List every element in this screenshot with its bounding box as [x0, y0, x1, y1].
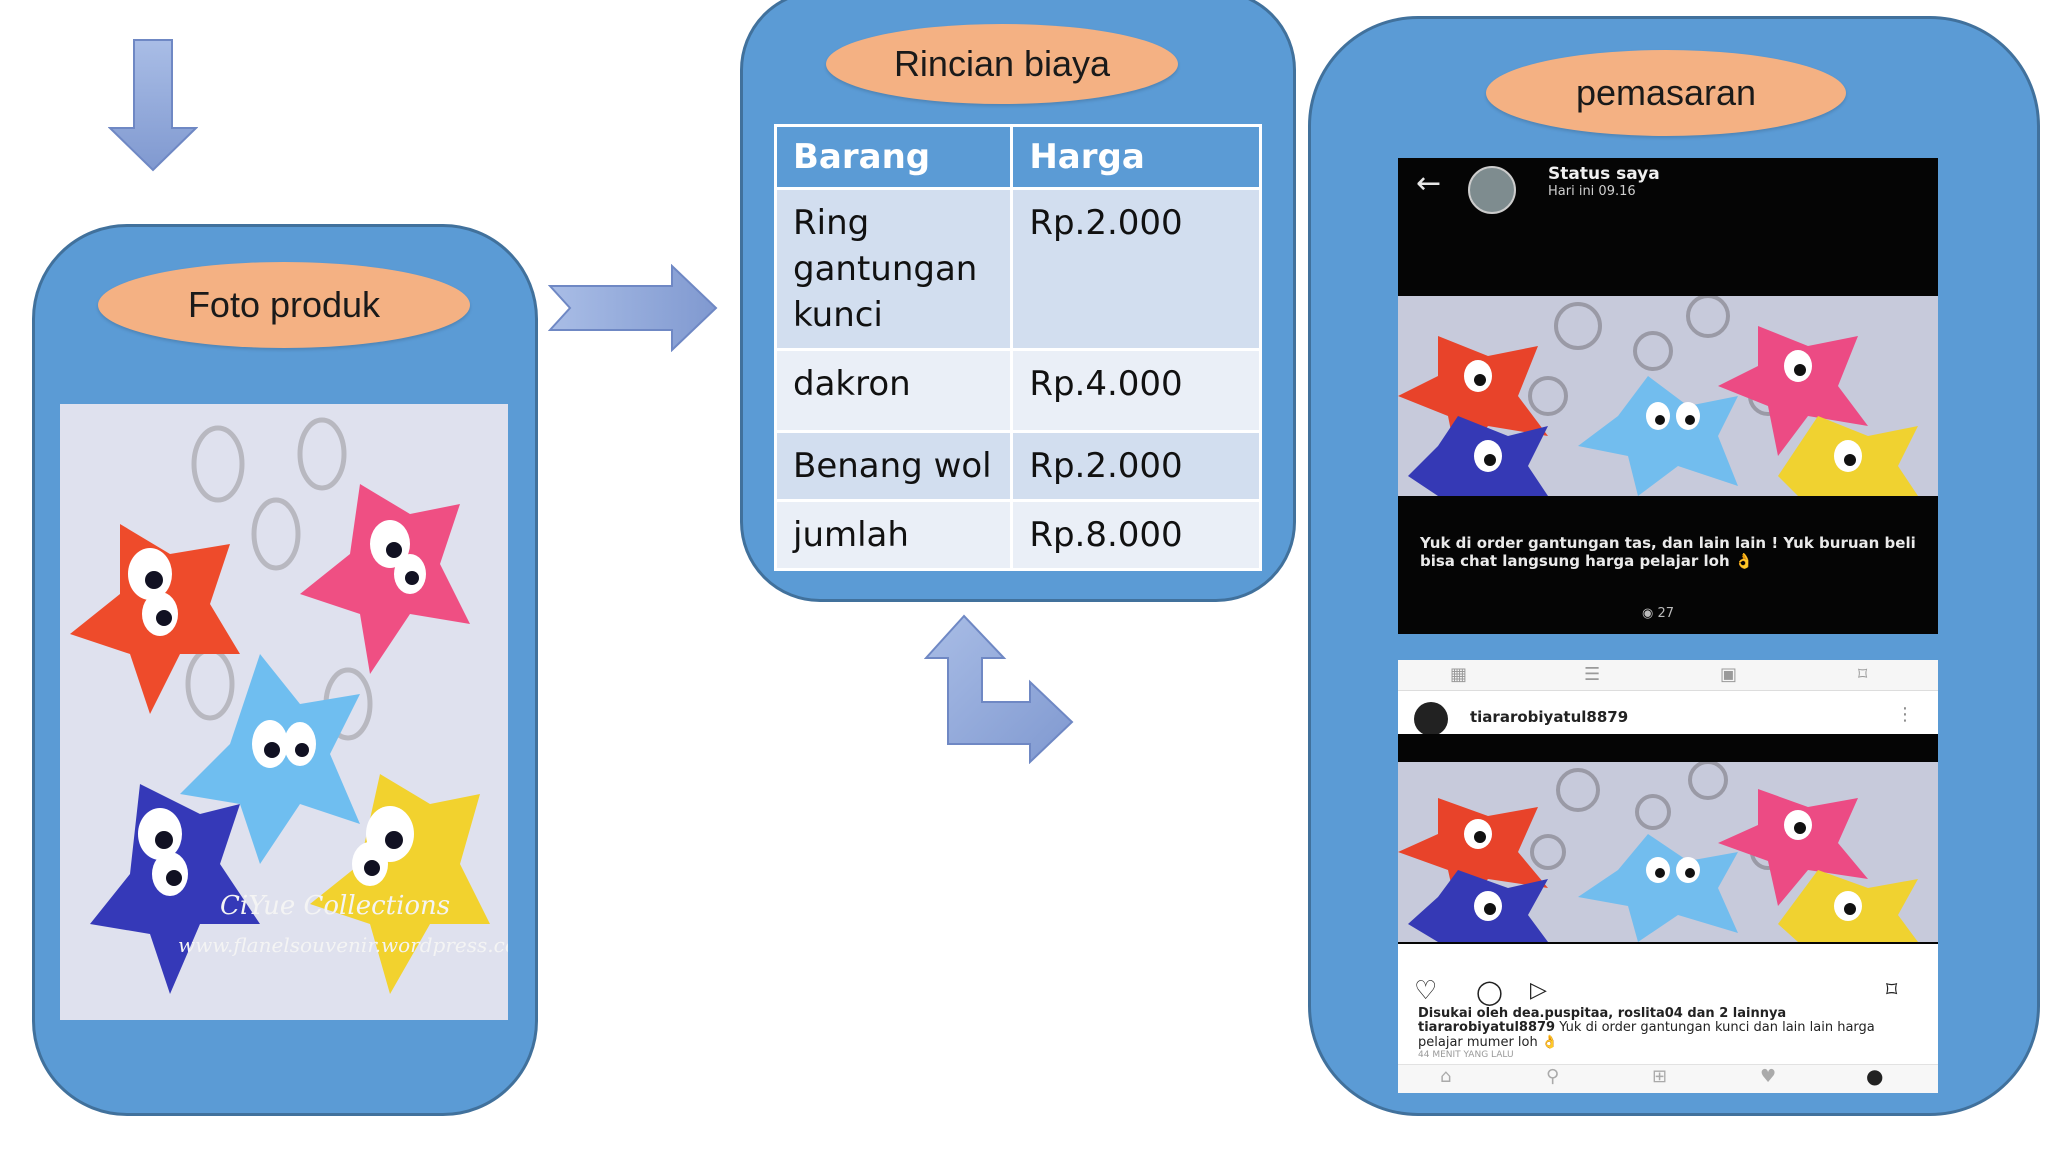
status-caption: Yuk di order gantungan tas, dan lain lai… — [1420, 534, 1916, 570]
status-time: Hari ini 09.16 — [1548, 184, 1636, 199]
bookmark-icon[interactable]: ⌑ — [1886, 978, 1898, 1003]
down-arrow-icon — [108, 39, 198, 172]
marketing-label: pemasaran — [1486, 50, 1846, 136]
table-row-total: jumlah Rp.8.000 — [773, 499, 1262, 571]
caption-username[interactable]: tiararobiyatul8879 — [1418, 1020, 1556, 1035]
tag-icon[interactable]: ▣ — [1720, 664, 1738, 685]
bent-arrow-icon — [924, 614, 1074, 764]
item-name: Benang wol — [773, 430, 1014, 502]
more-options-icon[interactable]: ⋮ — [1896, 704, 1914, 725]
status-view-count: ◉ 27 — [1642, 606, 1674, 621]
search-icon[interactable]: ⚲ — [1546, 1066, 1560, 1087]
product-photo-label: Foto produk — [98, 262, 470, 348]
profile-icon[interactable]: ● — [1866, 1064, 1884, 1088]
product-photo: CiYue Collections www.flanelsouvenir.wor… — [60, 404, 508, 1020]
item-name: Ring gantungan kunci — [773, 187, 1014, 351]
avatar — [1414, 702, 1448, 736]
bookmark-tab-icon[interactable]: ⌑ — [1858, 664, 1868, 685]
instagram-bottom-nav — [1398, 1064, 1938, 1093]
grid-icon[interactable]: ▦ — [1450, 664, 1468, 685]
item-price: Rp.2.000 — [1010, 430, 1262, 502]
add-post-icon[interactable]: ⊞ — [1652, 1066, 1668, 1087]
item-name: dakron — [773, 348, 1014, 433]
list-icon[interactable]: ☰ — [1584, 664, 1601, 685]
item-price: Rp.2.000 — [1010, 187, 1262, 351]
total-price: Rp.8.000 — [1010, 499, 1262, 571]
home-icon[interactable]: ⌂ — [1440, 1066, 1452, 1087]
post-likes: Disukai oleh dea.puspitaa, roslita04 dan… — [1418, 1006, 1787, 1021]
comment-icon[interactable]: ◯ — [1476, 978, 1503, 1006]
column-header-barang: Barang — [773, 124, 1014, 190]
total-label: jumlah — [773, 499, 1014, 571]
right-arrow-icon — [548, 264, 718, 352]
caption-text: Yuk di order gantungan kunci dan lain la… — [1418, 1020, 1875, 1050]
status-product-image — [1398, 296, 1938, 496]
post-caption: tiararobiyatul8879 Yuk di order gantunga… — [1418, 1020, 1918, 1050]
table-row: dakron Rp.4.000 — [773, 348, 1262, 433]
table-row: Benang wol Rp.2.000 — [773, 430, 1262, 502]
activity-icon[interactable]: ♥ — [1760, 1066, 1777, 1087]
back-arrow-icon: ← — [1416, 166, 1442, 201]
post-username[interactable]: tiararobiyatul8879 — [1470, 708, 1629, 726]
column-header-harga: Harga — [1010, 124, 1262, 190]
like-icon[interactable]: ♡ — [1414, 976, 1438, 1006]
share-icon[interactable]: ▷ — [1530, 978, 1547, 1003]
instagram-topbar — [1398, 660, 1938, 691]
status-title: Status saya — [1548, 164, 1660, 184]
table-row: Ring gantungan kunci Rp.2.000 — [773, 187, 1262, 351]
product-watermark: CiYue Collections — [220, 891, 450, 921]
cost-table-header: Barang Harga — [773, 124, 1262, 190]
cost-breakdown-label: Rincian biaya — [826, 24, 1178, 104]
cost-table: Barang Harga Ring gantungan kunci Rp.2.0… — [773, 124, 1262, 571]
post-product-image — [1398, 762, 1938, 942]
view-count: 27 — [1657, 606, 1675, 621]
eye-icon: ◉ — [1642, 606, 1658, 621]
avatar — [1468, 166, 1516, 214]
item-price: Rp.4.000 — [1010, 348, 1262, 433]
product-watermark-url: www.flanelsouvenir.wordpress.com — [178, 933, 508, 957]
post-time: 44 MENIT YANG LALU — [1418, 1050, 1514, 1060]
